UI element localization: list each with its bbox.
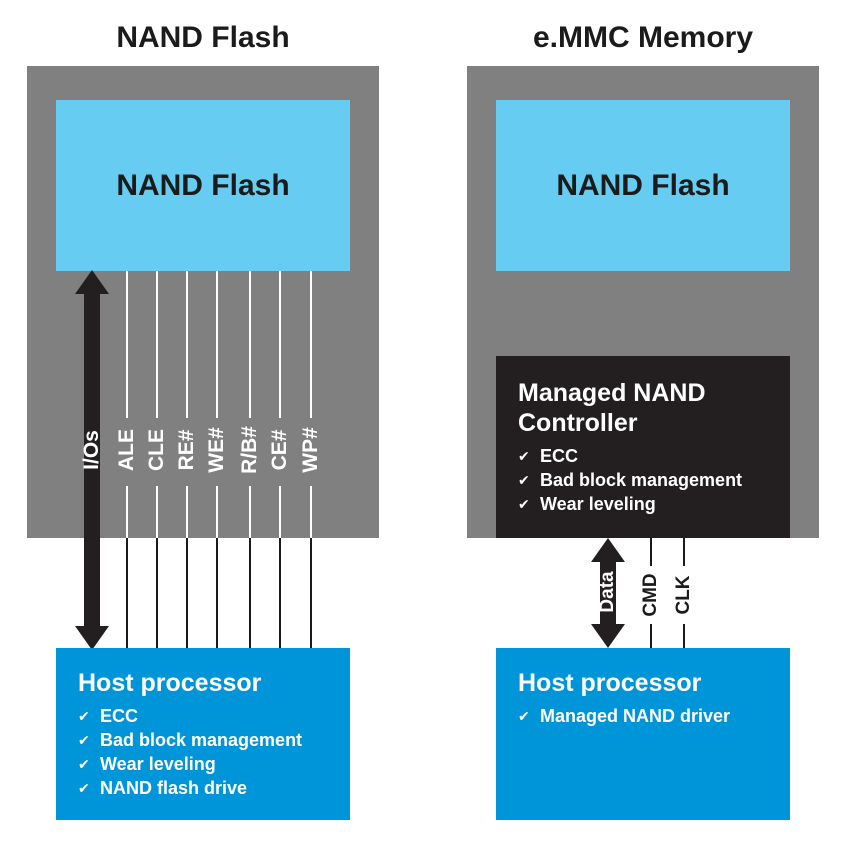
right-host-block: Host processor ✔ Managed NAND driver	[496, 648, 790, 820]
signal-label-backdrop	[146, 418, 168, 486]
controller-item-label: Bad block management	[540, 470, 743, 490]
left-host-item-label: Bad block management	[100, 730, 303, 750]
signal-wire	[216, 538, 218, 648]
left-host-item: ✔ ECC	[78, 704, 302, 728]
signal-wire	[216, 271, 218, 538]
signal-label: WE#	[205, 427, 228, 473]
checkmark-icon: ✔	[78, 732, 90, 748]
left-host-block: Host processor ✔ ECC ✔ Bad block management…	[56, 648, 350, 820]
signal-label: CLK	[673, 575, 694, 615]
signal-wire	[186, 271, 188, 538]
right-data-arrow-shape	[591, 538, 625, 648]
left-host-item-label: ECC	[100, 706, 139, 726]
left-io-arrow-shape	[75, 270, 109, 650]
signal-wire	[310, 538, 312, 648]
checkmark-icon: ✔	[518, 496, 530, 512]
signal-wire	[249, 271, 251, 538]
checkmark-icon: ✔	[78, 780, 90, 796]
signal-wire	[126, 538, 128, 648]
left-nand-label: NAND Flash	[116, 168, 290, 202]
left-nand-block: NAND Flash	[56, 100, 350, 271]
left-host-item: ✔ Wear leveling	[78, 752, 302, 776]
controller-list: ✔ ECC ✔ Bad block management ✔ Wear leveling	[518, 444, 742, 516]
right-data-arrow	[591, 538, 625, 648]
right-host-title: Host processor	[518, 669, 702, 697]
signal-wire	[279, 271, 281, 538]
left-io-arrow	[75, 270, 109, 650]
left-host-item: ✔ NAND flash drive	[78, 776, 302, 800]
controller-block: Managed NAND Controller ✔ ECC ✔ Bad block m…	[496, 356, 790, 538]
right-host-list: ✔ Managed NAND driver	[518, 704, 730, 728]
signal-wire	[126, 271, 128, 538]
signal-label-backdrop	[116, 418, 138, 486]
signal-label: CE#	[268, 429, 291, 471]
controller-item: ✔ ECC	[518, 444, 742, 468]
right-host-item-label: Managed NAND driver	[540, 706, 731, 726]
controller-item: ✔ Bad block management	[518, 468, 742, 492]
signal-label-backdrop	[176, 418, 198, 486]
controller-item-label: Wear leveling	[540, 494, 656, 514]
signal-wire	[186, 538, 188, 648]
right-title: e.MMC Memory	[532, 21, 754, 54]
controller-title-line2: Controller	[518, 409, 638, 437]
left-host-item-label: NAND flash drive	[100, 778, 248, 798]
left-host-item-label: Wear leveling	[100, 754, 216, 774]
signal-label: CMD	[640, 573, 661, 617]
signal-label-backdrop	[640, 566, 662, 624]
checkmark-icon: ✔	[518, 448, 530, 464]
right-data-label: Data	[597, 571, 618, 613]
left-host-item: ✔ Bad block management	[78, 728, 302, 752]
signal-label: CLE	[145, 429, 168, 471]
signal-wire	[310, 271, 312, 538]
signal-wire	[249, 538, 251, 648]
signal-wire	[156, 271, 158, 538]
checkmark-icon: ✔	[518, 472, 530, 488]
left-host-list: ✔ECC✔Bad block management✔Wear leveling✔…	[78, 704, 302, 800]
right-nand-block: NAND Flash	[496, 100, 790, 271]
controller-title-line1: Managed NAND	[518, 379, 706, 407]
checkmark-icon: ✔	[78, 756, 90, 772]
left-host-title: Host processor	[78, 669, 262, 697]
signal-label-backdrop	[239, 418, 261, 486]
controller-item-label: ECC	[540, 446, 579, 466]
right-nand-label: NAND Flash	[556, 168, 730, 202]
signal-label-backdrop	[206, 418, 228, 486]
signal-wire	[156, 538, 158, 648]
signal-wire	[279, 538, 281, 648]
signal-label-backdrop	[269, 418, 291, 486]
signal-label: WP#	[299, 427, 322, 473]
checkmark-icon: ✔	[78, 708, 90, 724]
signal-label: ALE	[115, 429, 138, 471]
signal-label: R/B#	[238, 426, 261, 474]
signal-label-backdrop	[673, 566, 695, 624]
left-title: NAND Flash	[116, 21, 290, 54]
signal-label: RE#	[175, 429, 198, 471]
signal-label-backdrop	[300, 418, 322, 486]
right-host-item: ✔ Managed NAND driver	[518, 704, 730, 728]
left-io-label: I/Os	[80, 430, 103, 470]
checkmark-icon: ✔	[518, 708, 530, 724]
controller-item: ✔ Wear leveling	[518, 492, 742, 516]
